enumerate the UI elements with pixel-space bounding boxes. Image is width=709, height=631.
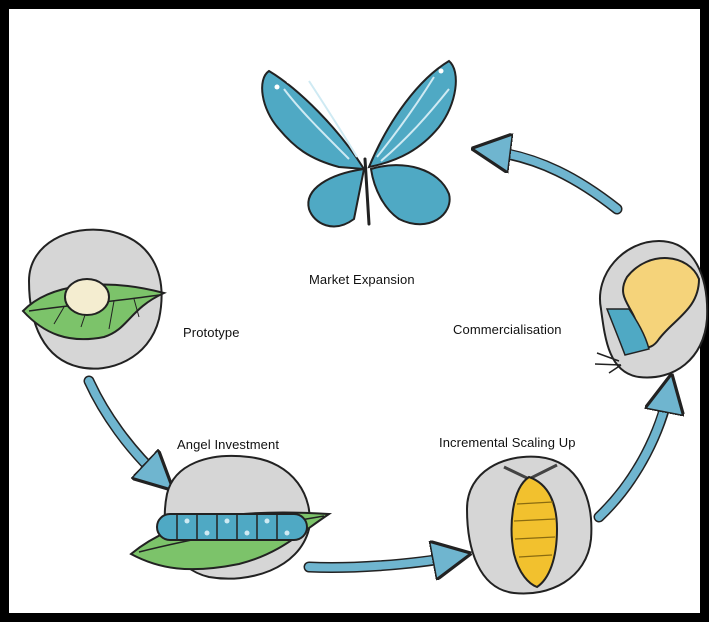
arrow-prototype-to-angel xyxy=(89,381,161,479)
chrysalis-icon xyxy=(467,457,591,594)
arrow-angel-to-incremental xyxy=(309,557,454,568)
prototype-label: Prototype xyxy=(183,325,240,340)
incremental-scaling-label: Incremental Scaling Up xyxy=(439,435,576,450)
commercialisation-label: Commercialisation xyxy=(453,322,562,337)
butterfly-icon xyxy=(262,61,456,226)
market-expansion-label: Market Expansion xyxy=(309,272,415,287)
arrow-incremental-to-commercialisation xyxy=(599,391,669,517)
angel-investment-label: Angel Investment xyxy=(177,437,279,452)
emerging-butterfly-icon xyxy=(595,241,707,377)
arrow-commercialisation-to-market xyxy=(489,151,617,209)
egg-on-leaf-icon xyxy=(23,230,164,369)
lifecycle-diagram xyxy=(9,9,709,631)
